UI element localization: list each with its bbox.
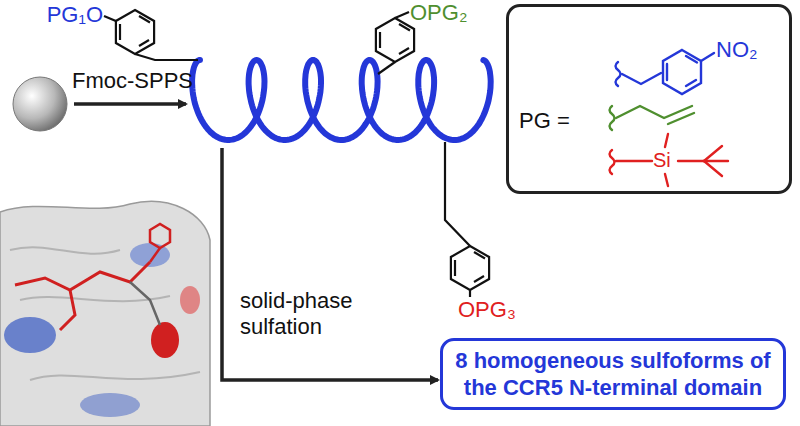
squiggle — [610, 106, 615, 130]
double-bond — [454, 260, 456, 276]
allyl — [610, 106, 695, 130]
step-label: Fmoc-SPPS — [72, 68, 193, 94]
nitrobenzyl — [616, 50, 715, 94]
ch2-bond — [378, 62, 395, 74]
methyl — [704, 160, 728, 162]
helix — [192, 60, 491, 140]
sulfation-arrow — [222, 148, 438, 380]
squiggle — [616, 62, 621, 86]
double-bond — [474, 252, 485, 259]
protecting-group-label: OPG₃ — [458, 297, 516, 323]
double-bond — [474, 276, 484, 282]
double-bond — [139, 16, 150, 23]
spps-arrow — [74, 102, 186, 106]
node-text: 8 homogeneous sulfoforms of the CCR5 N-t… — [443, 341, 783, 407]
tyrosine-sticks — [150, 224, 170, 248]
ch2-bond — [135, 54, 198, 60]
double-bond — [686, 56, 697, 63]
atom-label: NO₂ — [716, 37, 758, 63]
peptide-sticks — [130, 282, 160, 325]
tyrosine-ring-3 — [445, 142, 489, 297]
legend-box: PG = — [506, 4, 792, 194]
squiggle — [610, 150, 615, 174]
resin-bead — [13, 77, 67, 131]
double-bond — [379, 32, 381, 48]
bond — [622, 73, 661, 84]
surface — [0, 201, 210, 426]
benzene-ring — [663, 50, 701, 94]
ch2-bond — [445, 142, 470, 246]
positive-patch — [4, 317, 56, 353]
double-bond — [686, 80, 696, 86]
n-bond — [701, 53, 714, 61]
result-box: 8 homogeneous sulfoforms of the CCR5 N-t… — [440, 338, 786, 410]
o-bond — [395, 12, 409, 18]
peptide-sticks — [60, 290, 75, 330]
step-label: solid-phase sulfation — [240, 288, 370, 340]
benzene-ring — [116, 10, 154, 54]
benzene-ring — [376, 18, 414, 62]
double-bond — [668, 113, 694, 124]
double-bond — [139, 40, 149, 46]
node-text: PG = — [519, 107, 570, 134]
bond — [678, 160, 704, 162]
double-bond — [666, 64, 668, 80]
double-bond — [399, 24, 410, 31]
negative-patch — [180, 286, 200, 314]
double-bond — [399, 48, 409, 54]
double-bond — [119, 24, 121, 40]
atom-label: Si — [653, 148, 671, 172]
methyl — [665, 174, 668, 186]
tyrosine-ring-1 — [104, 10, 198, 60]
o-bond — [469, 290, 471, 297]
peptide-sticks — [15, 262, 150, 290]
protecting-group-label: PG₁O — [47, 2, 103, 28]
surface-fold — [10, 247, 200, 380]
o-bond — [104, 16, 116, 21]
tbs — [610, 134, 729, 186]
bond — [616, 160, 652, 162]
tyrosine-ring-2 — [376, 12, 414, 74]
negative-patch — [151, 322, 179, 358]
protein-surface — [0, 201, 210, 426]
positive-patch — [80, 393, 140, 417]
tyrosine-sticks — [150, 248, 160, 262]
methyl — [665, 134, 668, 147]
methyl — [704, 161, 722, 176]
benzene-ring — [451, 246, 489, 290]
bond — [616, 106, 692, 118]
methyl — [704, 146, 722, 161]
protecting-group-label: OPG₂ — [410, 0, 467, 26]
